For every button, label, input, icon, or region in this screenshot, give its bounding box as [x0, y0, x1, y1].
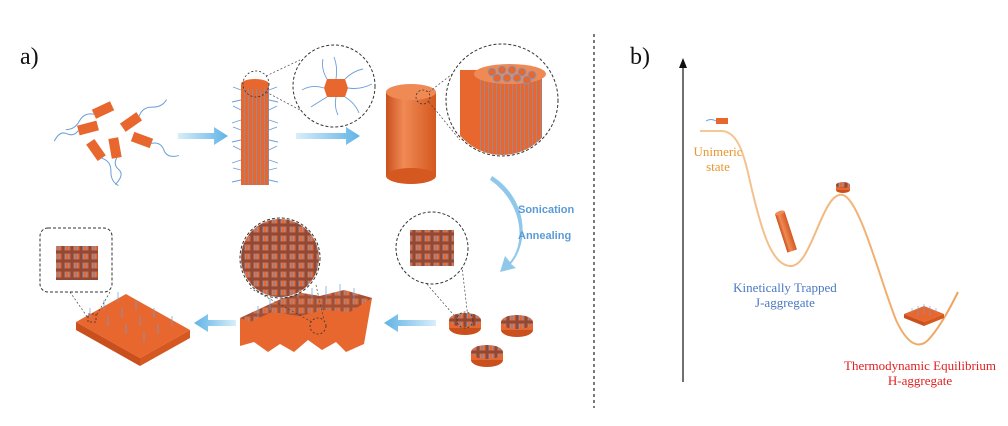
- arrow-3: [384, 314, 436, 332]
- panel-b-label: b): [630, 44, 650, 70]
- fiber-micelle: [231, 70, 279, 185]
- small-platelets: [449, 311, 533, 367]
- unimeric-line1: Unimeric: [693, 144, 743, 159]
- arrow-1: [178, 127, 228, 145]
- square-sheet: [76, 292, 190, 366]
- h-aggregate-icon: [904, 304, 944, 326]
- panel-a-label: a): [20, 44, 39, 70]
- platelet-zoom-bubble: [395, 211, 469, 321]
- unimeric-state-label: Unimeric state: [686, 144, 750, 174]
- fiber-zoom-bubble: [265, 44, 376, 128]
- unimeric-line2: state: [706, 159, 730, 174]
- unimer-icon: [705, 118, 728, 124]
- j-aggregate-line2: J-aggregate: [755, 295, 815, 310]
- cylinder-bundle: [386, 84, 436, 184]
- unimers: [53, 99, 180, 186]
- arrow-2: [296, 127, 360, 145]
- sonication-label: Sonication: [518, 204, 575, 216]
- h-aggregate-label: Thermodynamic Equilibrium H-aggregate: [838, 358, 1002, 388]
- curved-arrow: [490, 176, 523, 272]
- square-zoom-box: [39, 227, 113, 319]
- h-aggregate-line2: H-aggregate: [887, 373, 953, 388]
- energy-landscape-curve: [700, 130, 959, 346]
- transition-icon: [836, 182, 850, 193]
- sheet-zoom-bubble: [239, 217, 325, 323]
- j-aggregate-label: Kinetically Trapped J-aggregate: [720, 280, 850, 310]
- j-aggregate-icon: [775, 210, 797, 253]
- energy-axis-arrowhead: [679, 58, 687, 68]
- arrow-4: [194, 314, 236, 332]
- annealing-label: Annealing: [518, 230, 572, 242]
- bundle-zoom-bubble: [428, 43, 559, 157]
- h-aggregate-line1: Thermodynamic Equilibrium: [844, 358, 996, 373]
- irregular-sheet: [240, 284, 372, 352]
- j-aggregate-line1: Kinetically Trapped: [733, 280, 837, 295]
